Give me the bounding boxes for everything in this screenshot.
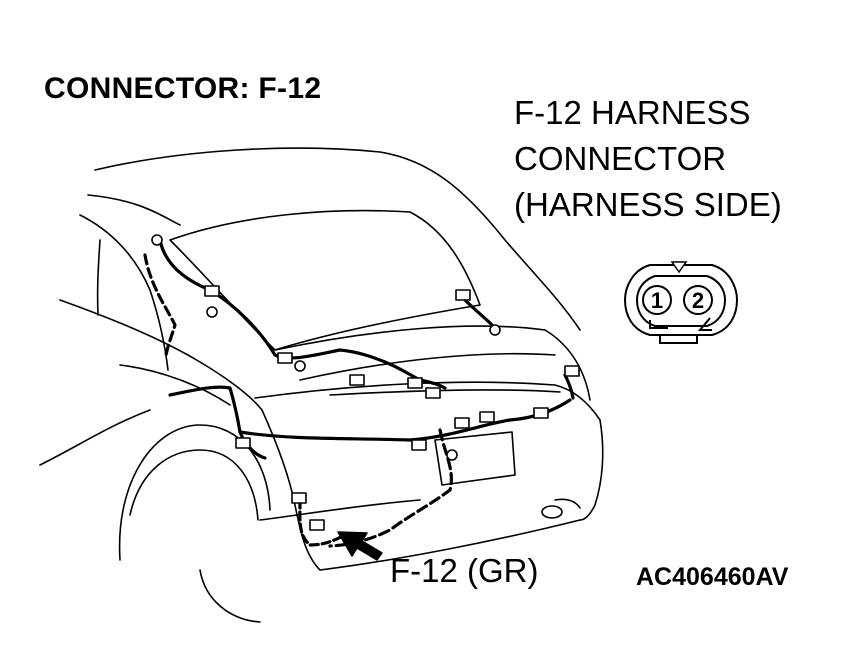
wiring-harness (143, 238, 575, 548)
diagram-title: CONNECTOR: F-12 (44, 72, 322, 105)
callout-arrow (337, 531, 383, 561)
connector-view-label-line-1: F-12 HARNESS (514, 94, 751, 131)
key-triangle-icon (670, 261, 688, 274)
pin-1-label: 1 (651, 288, 663, 313)
harness-connectors (151, 234, 580, 531)
pin-2-label: 2 (692, 288, 704, 313)
figure-code: AC406460AV (636, 563, 789, 591)
pin-1 (642, 285, 672, 315)
connector-callout-label: F-12 (GR) (390, 552, 539, 589)
connector-face-view: 1 2 (623, 261, 739, 344)
connector-view-label-line-3: (HARNESS SIDE) (514, 186, 782, 223)
pin-2 (683, 285, 713, 315)
connector-view-label-line-2: CONNECTOR (514, 140, 727, 177)
car-body-outline (39, 147, 604, 623)
